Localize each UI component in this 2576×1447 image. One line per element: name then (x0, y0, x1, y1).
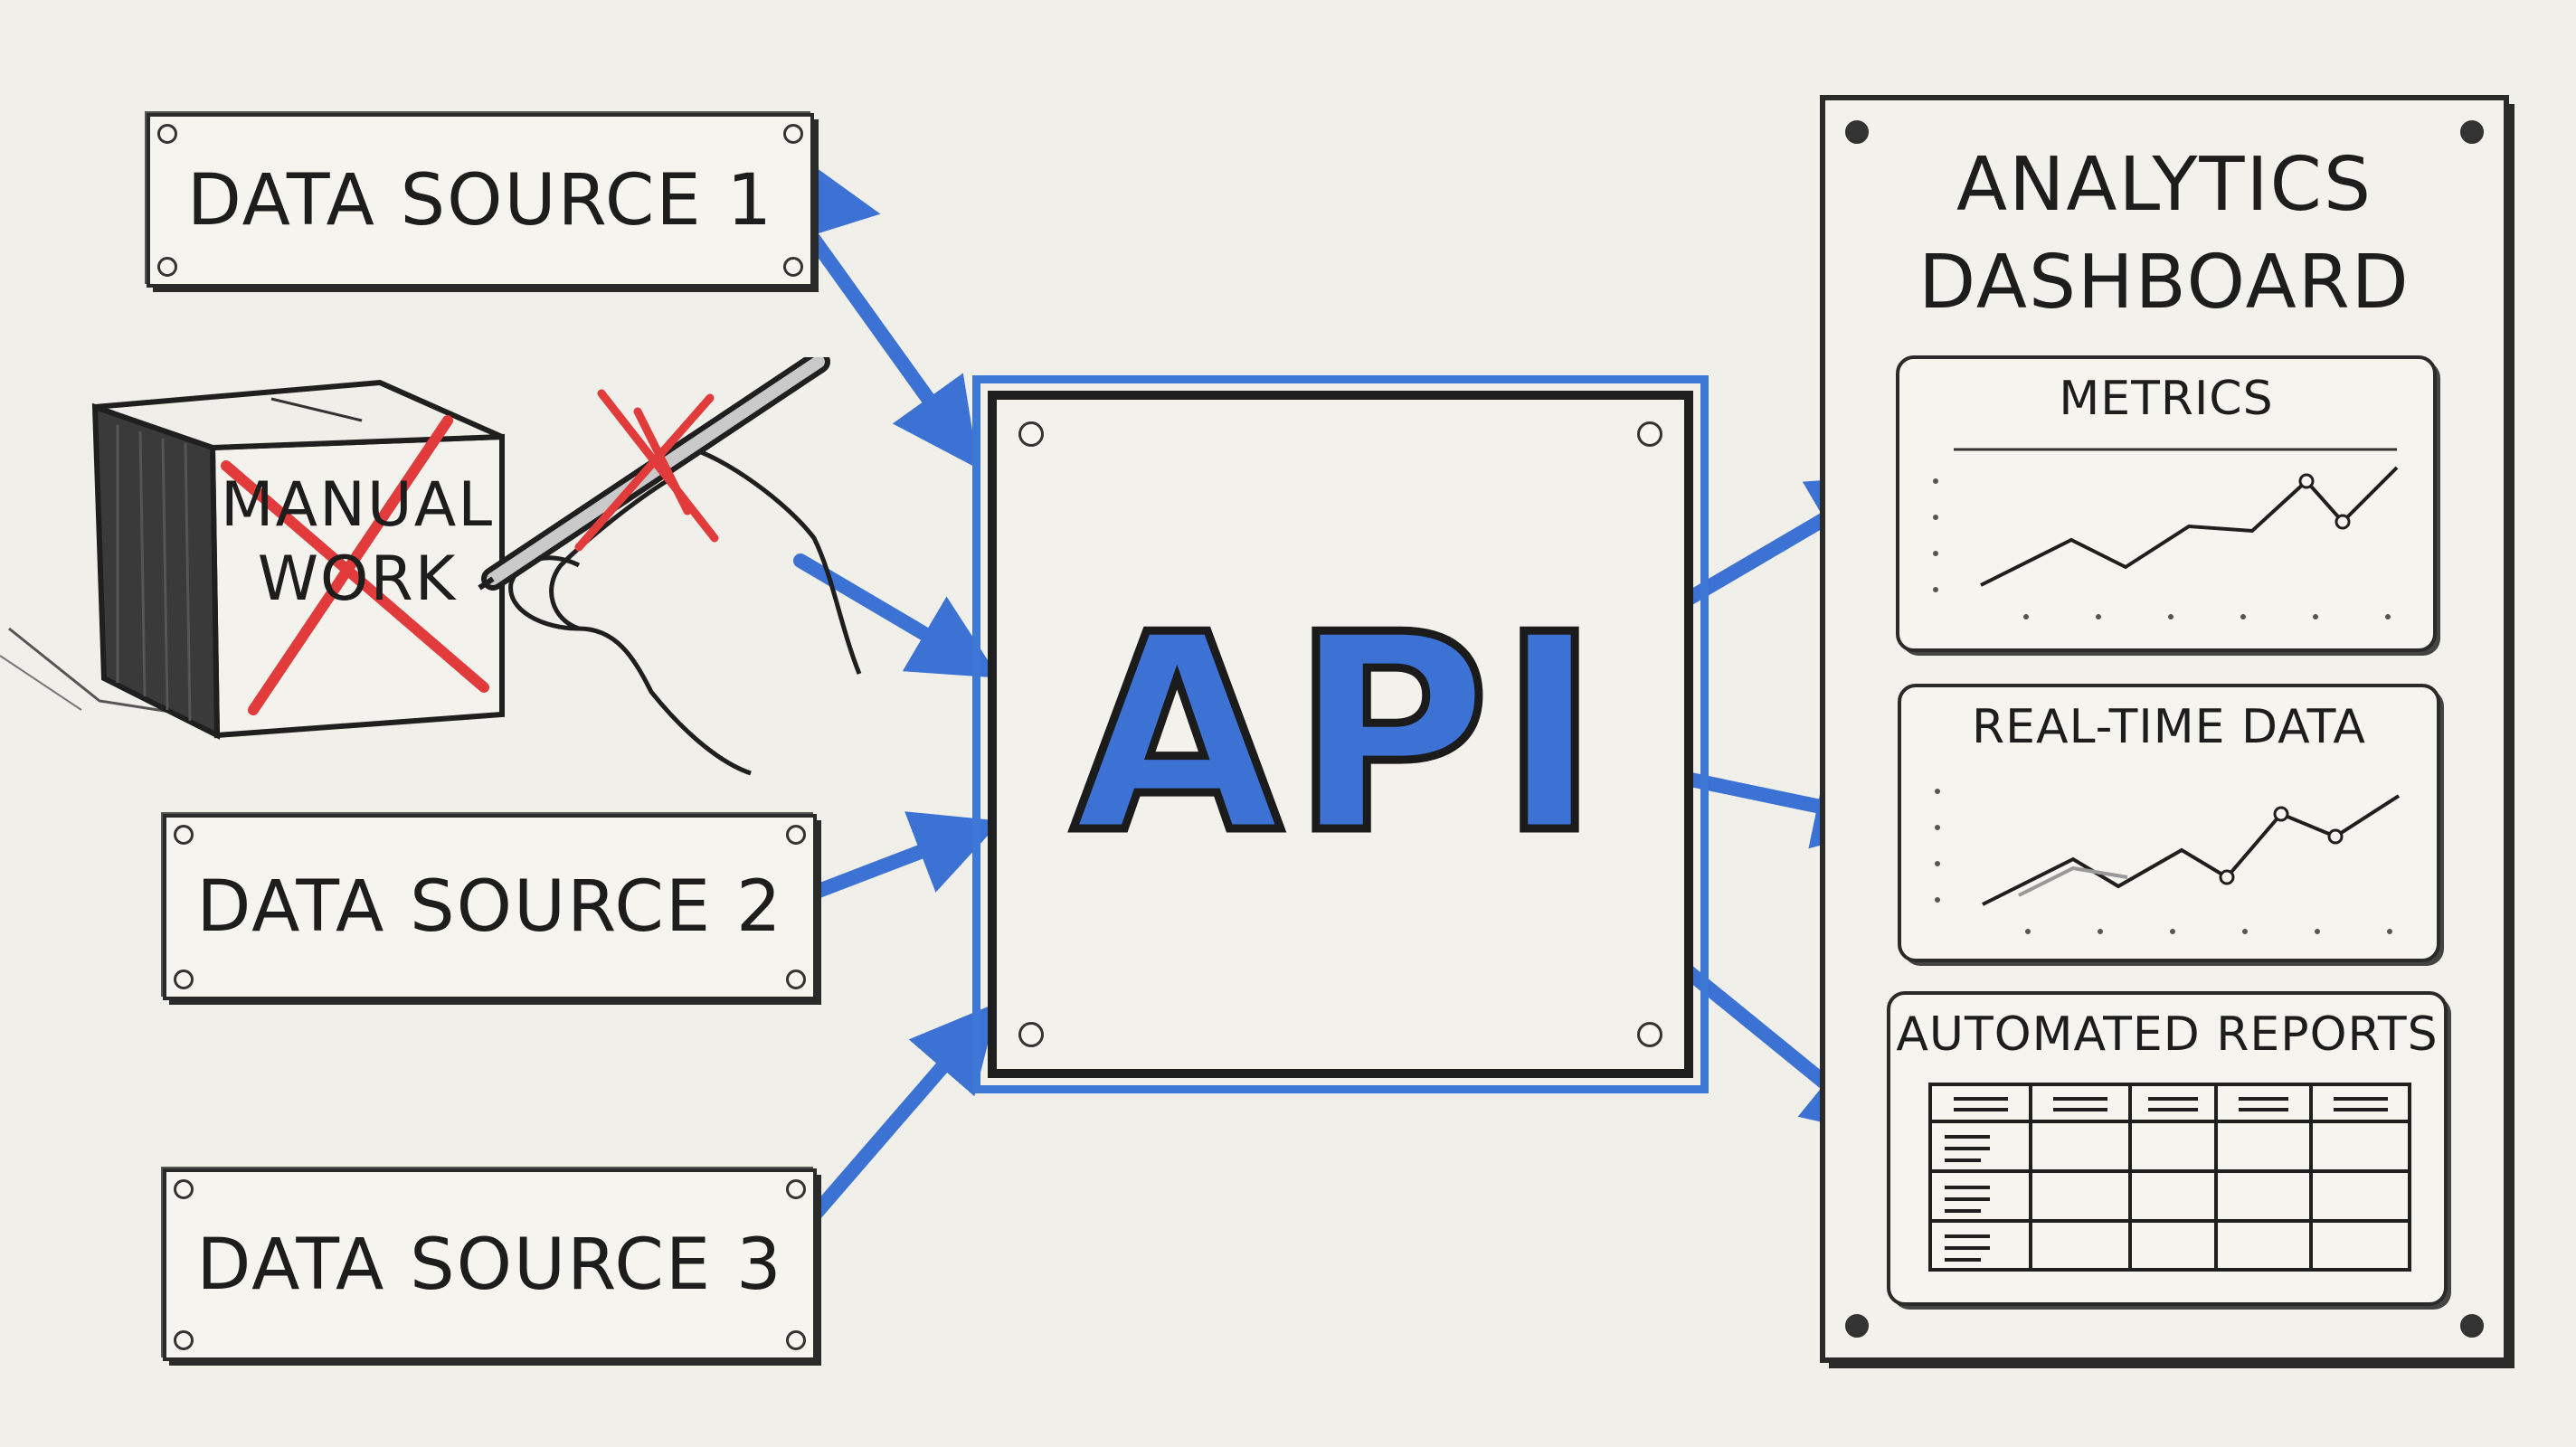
manual-work-line2: WORK (257, 544, 458, 615)
metrics-line-chart-icon (1933, 448, 2399, 619)
screw-icon (174, 1330, 194, 1350)
api-label: API (1068, 572, 1609, 896)
dashboard-title: ANALYTICS DASHBOARD (1825, 137, 2504, 332)
screw-icon (783, 257, 803, 277)
api-box: API (972, 375, 1709, 1093)
data-source-2-box: DATA SOURCE 2 (163, 814, 817, 1000)
screw-icon (786, 825, 806, 845)
screw-icon (1637, 421, 1662, 447)
metrics-card: METRICS (1896, 355, 2437, 652)
screw-icon (2460, 1314, 2484, 1338)
real-time-data-card: REAL-TIME DATA (1898, 684, 2440, 962)
data-source-1-box: DATA SOURCE 1 (147, 113, 814, 288)
dashboard-title-line1: ANALYTICS (1956, 142, 2372, 228)
real-time-line-chart-icon (1935, 789, 2401, 934)
screw-icon (1018, 1022, 1044, 1047)
screw-icon (1637, 1022, 1662, 1047)
screw-icon (783, 124, 803, 144)
screw-icon (786, 1330, 806, 1350)
screw-icon (1018, 421, 1044, 447)
metrics-card-title: METRICS (2059, 372, 2274, 426)
analytics-dashboard-panel: ANALYTICS DASHBOARD METRICS REAL-TIME DA… (1820, 95, 2509, 1363)
arrow-source1-to-api (807, 232, 979, 469)
real-time-data-card-title: REAL-TIME DATA (1972, 700, 2366, 754)
data-source-1-label: DATA SOURCE 1 (186, 159, 774, 241)
data-source-3-label: DATA SOURCE 3 (196, 1224, 783, 1306)
screw-icon (2460, 120, 2484, 144)
screw-icon (174, 1179, 194, 1199)
automated-reports-card-title: AUTOMATED REPORTS (1896, 1007, 2439, 1062)
manual-work-line1: MANUAL (220, 469, 495, 541)
data-source-3-box: DATA SOURCE 3 (163, 1168, 817, 1361)
screw-icon (786, 969, 806, 989)
manual-work-crate-illustration (0, 357, 862, 776)
manual-work-label: MANUAL WORK (208, 468, 507, 617)
screw-icon (1845, 1314, 1869, 1338)
screw-icon (786, 1179, 806, 1199)
screw-icon (174, 969, 194, 989)
dashboard-title-line2: DASHBOARD (1918, 240, 2410, 326)
screw-icon (174, 825, 194, 845)
screw-icon (157, 257, 177, 277)
data-source-2-label: DATA SOURCE 2 (196, 866, 783, 948)
report-table-icon (1928, 1083, 2411, 1272)
screw-icon (157, 124, 177, 144)
automated-reports-card: AUTOMATED REPORTS (1887, 991, 2448, 1306)
screw-icon (1845, 120, 1869, 144)
